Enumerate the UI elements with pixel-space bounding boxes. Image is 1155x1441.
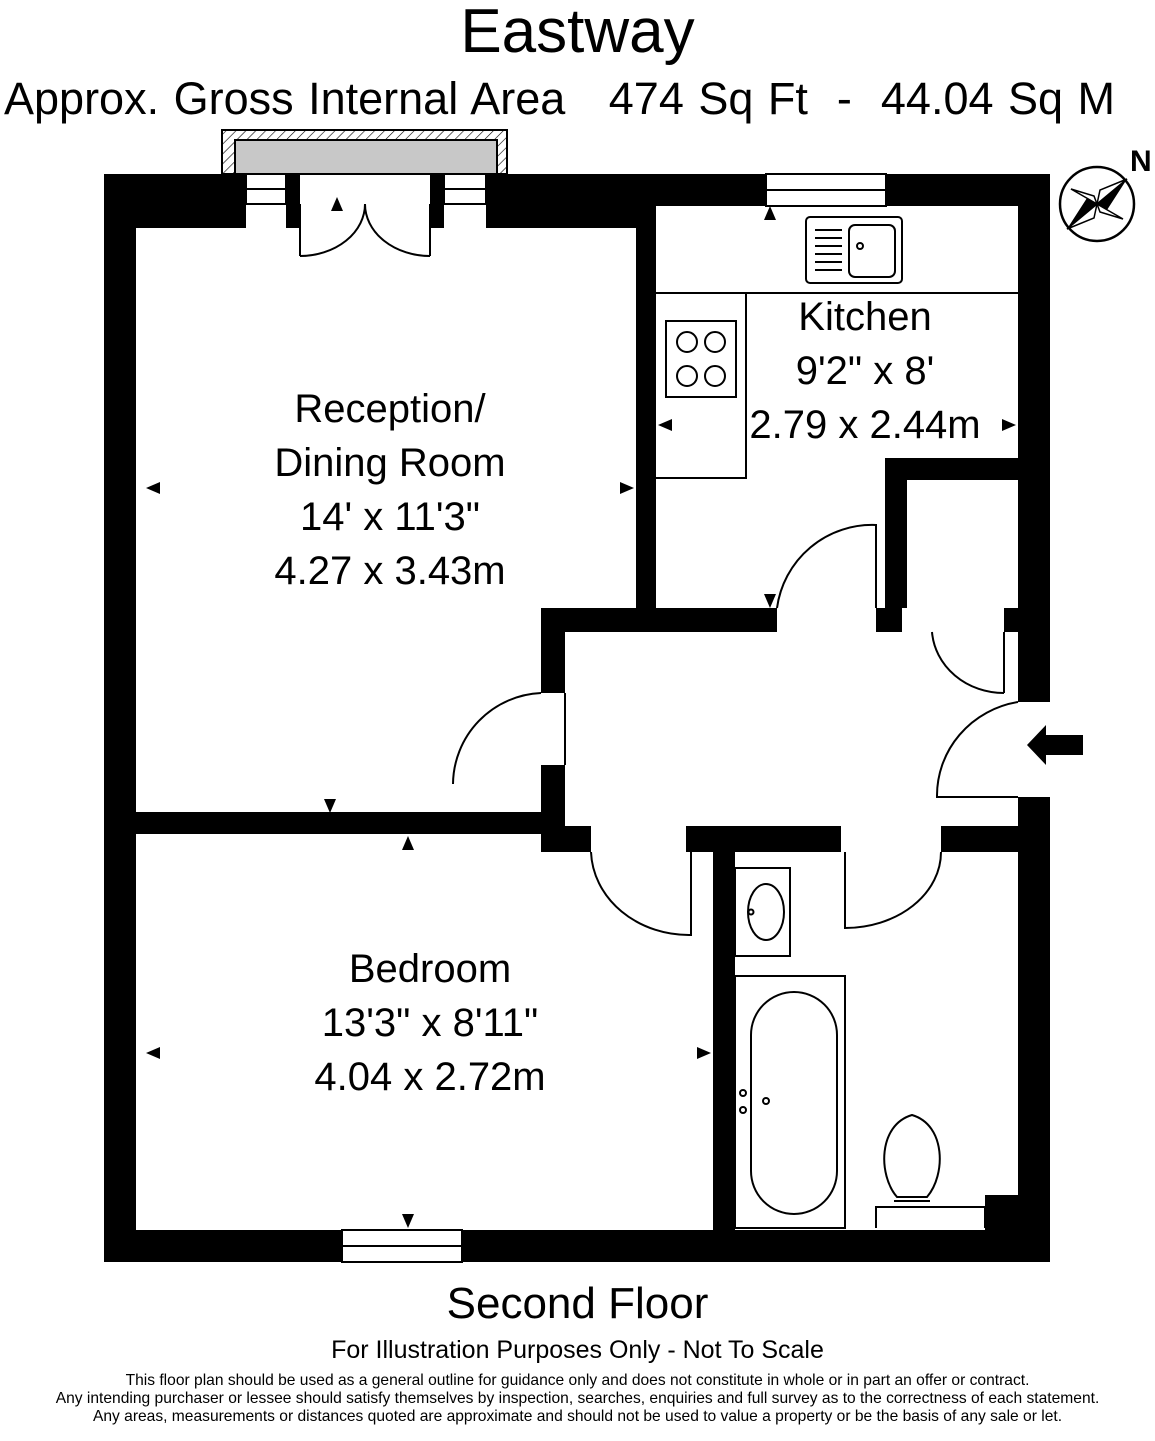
doors — [299, 203, 1019, 937]
kitchen-fittings — [656, 216, 1018, 479]
basin-icon — [734, 867, 791, 957]
room-dimensions-metric: 2.79 x 2.44m — [749, 403, 981, 447]
balcony — [221, 129, 508, 175]
room-dimensions-imperial: 14' x 11'3" — [300, 495, 480, 539]
room-label-reception: Reception/ Dining Room 14' x 11'3" 4.27 … — [200, 382, 580, 598]
gross-internal-area: Approx. Gross Internal Area 474 Sq Ft - … — [4, 73, 1116, 124]
compass-rose-icon — [1058, 165, 1136, 243]
balcony-french-doors — [299, 203, 431, 257]
illustration-note: For Illustration Purposes Only - Not To … — [331, 1336, 824, 1364]
external-walls — [104, 174, 1050, 1262]
room-name: Bedroom — [348, 947, 512, 991]
compass-north-label: N — [1130, 145, 1152, 178]
bathroom-fittings — [734, 867, 986, 1229]
room-dimensions-metric: 4.04 x 2.72m — [314, 1055, 546, 1099]
disclaimer-line: Any intending purchaser or lessee should… — [55, 1390, 1100, 1407]
kitchen-door — [776, 523, 877, 609]
window-kitchen — [765, 173, 887, 207]
internal-walls — [136, 206, 1018, 1230]
window-bedroom — [341, 1229, 463, 1263]
room-dimensions-metric: 4.27 x 3.43m — [274, 549, 506, 593]
room-dimensions-imperial: 13'3" x 8'11" — [321, 1001, 539, 1045]
sink-icon — [805, 216, 903, 284]
room-name: Dining Room — [274, 441, 506, 485]
disclaimer-line: Any areas, measurements or distances quo… — [92, 1408, 1063, 1425]
window-reception-right — [443, 173, 487, 205]
entrance-door — [935, 701, 1019, 798]
room-label-bedroom: Bedroom 13'3" x 8'11" 4.04 x 2.72m — [240, 942, 620, 1104]
bathroom-door — [844, 851, 942, 930]
page-title: Eastway — [460, 0, 695, 66]
entrance-arrow-icon — [1027, 725, 1083, 765]
reception-door — [452, 692, 566, 785]
bedroom-door — [590, 851, 692, 937]
room-label-kitchen: Kitchen 9'2" x 8' 2.79 x 2.44m — [720, 290, 1010, 452]
window-reception-left — [245, 173, 287, 205]
disclaimer-line: This floor plan should be used as a gene… — [125, 1372, 1030, 1389]
room-name: Reception/ — [294, 387, 486, 431]
dimension-markers — [146, 197, 1016, 1228]
room-name: Kitchen — [798, 295, 932, 339]
cupboard-door — [931, 631, 1005, 695]
room-dimensions-imperial: 9'2" x 8' — [795, 349, 935, 393]
toilet-icon — [875, 1113, 986, 1228]
windows — [245, 173, 887, 1263]
hob-icon — [665, 320, 737, 398]
bath-icon — [734, 975, 846, 1229]
floor-label: Second Floor — [446, 1279, 709, 1328]
